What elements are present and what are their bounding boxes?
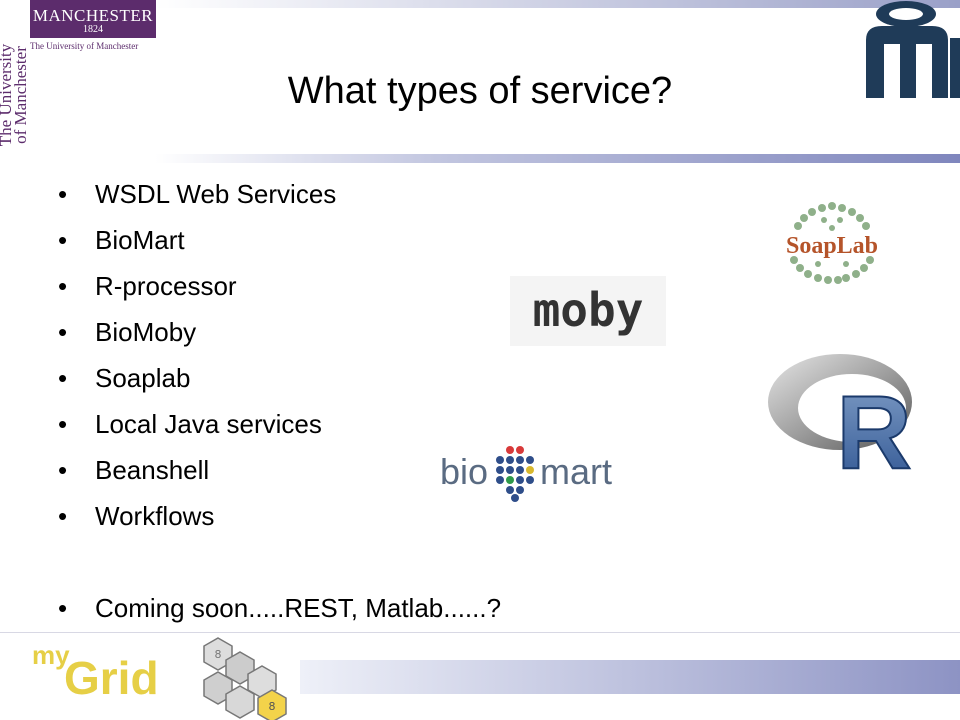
footer-band — [300, 660, 960, 694]
top-decorative-bar — [155, 0, 960, 8]
soaplab-logo-text: SoapLab — [786, 233, 878, 259]
bullet-text: Workflows — [95, 501, 215, 531]
mygrid-logo: my Grid — [30, 640, 190, 704]
bullet-text: BioMart — [95, 225, 185, 255]
manchester-vertical-line-2: of Manchester — [11, 46, 30, 144]
bullet-dot: • — [58, 363, 68, 393]
bullet-item: • Local Java services — [58, 402, 678, 448]
moby-logo-text: moby — [533, 283, 644, 337]
slide-title: What types of service? — [287, 70, 673, 112]
biomart-logo-bio: bio — [440, 451, 488, 492]
bullet-text: Soaplab — [95, 363, 191, 393]
manchester-logo-name: MANCHESTER — [32, 6, 154, 25]
bullet-dot: • — [58, 409, 68, 439]
bullet-dot: • — [58, 317, 68, 347]
bullet-item: • WSDL Web Services — [58, 172, 678, 218]
manchester-logo-year: 1824 — [83, 24, 103, 35]
manchester-logo-subtitle: The University of Manchester — [30, 41, 139, 51]
bullet-list: • WSDL Web Services • BioMart • R-processor… — [58, 172, 678, 632]
biomart-logo-mart: mart — [540, 451, 612, 492]
cube-cluster-icon: 8 8 — [203, 637, 287, 720]
r-logo: R — [768, 354, 913, 476]
mygrid-logo-my: my — [32, 640, 70, 670]
manchester-logo-box: MANCHESTER 1824 — [30, 0, 156, 38]
title-rule — [155, 154, 960, 163]
bullet-item: • Soaplab — [58, 356, 678, 402]
bullet-text: Local Java services — [95, 409, 322, 439]
bullet-item: • BioMart — [58, 218, 678, 264]
bullet-item: • BioMoby — [58, 310, 678, 356]
bullet-dot: • — [58, 593, 68, 623]
bullet-item: • R-processor — [58, 264, 678, 310]
mii-logo — [866, 1, 960, 98]
soaplab-logo: SoapLab — [786, 202, 878, 284]
bullet-text: Coming soon.....REST, Matlab......? — [95, 593, 502, 623]
bullet-item: • Beanshell — [58, 448, 678, 494]
manchester-logo-vertical-text: The University of Manchester — [0, 35, 30, 155]
bullet-dot: • — [58, 179, 68, 209]
bullet-text: WSDL Web Services — [95, 179, 337, 209]
svg-text:8: 8 — [269, 700, 276, 713]
moby-logo: moby — [510, 276, 666, 346]
bullet-dot: • — [58, 271, 68, 301]
footer-divider — [0, 632, 960, 633]
bullet-item-coming-soon: • Coming soon.....REST, Matlab......? — [58, 586, 678, 632]
bullet-dot: • — [58, 501, 68, 531]
bullet-text: Beanshell — [95, 455, 210, 485]
biomart-dot-grid — [496, 446, 534, 502]
manchester-logo: MANCHESTER 1824 The University of Manche… — [0, 0, 156, 148]
bullet-item: • Workflows — [58, 494, 678, 540]
r-logo-letter: R — [836, 375, 911, 476]
mygrid-logo-grid: Grid — [64, 652, 159, 700]
svg-text:8: 8 — [215, 648, 222, 661]
bullet-dot: • — [58, 455, 68, 485]
biomart-logo: bio mart — [440, 446, 612, 502]
bullet-text: BioMoby — [95, 317, 197, 347]
bullet-text: R-processor — [95, 271, 237, 301]
bullet-dot: • — [58, 225, 68, 255]
